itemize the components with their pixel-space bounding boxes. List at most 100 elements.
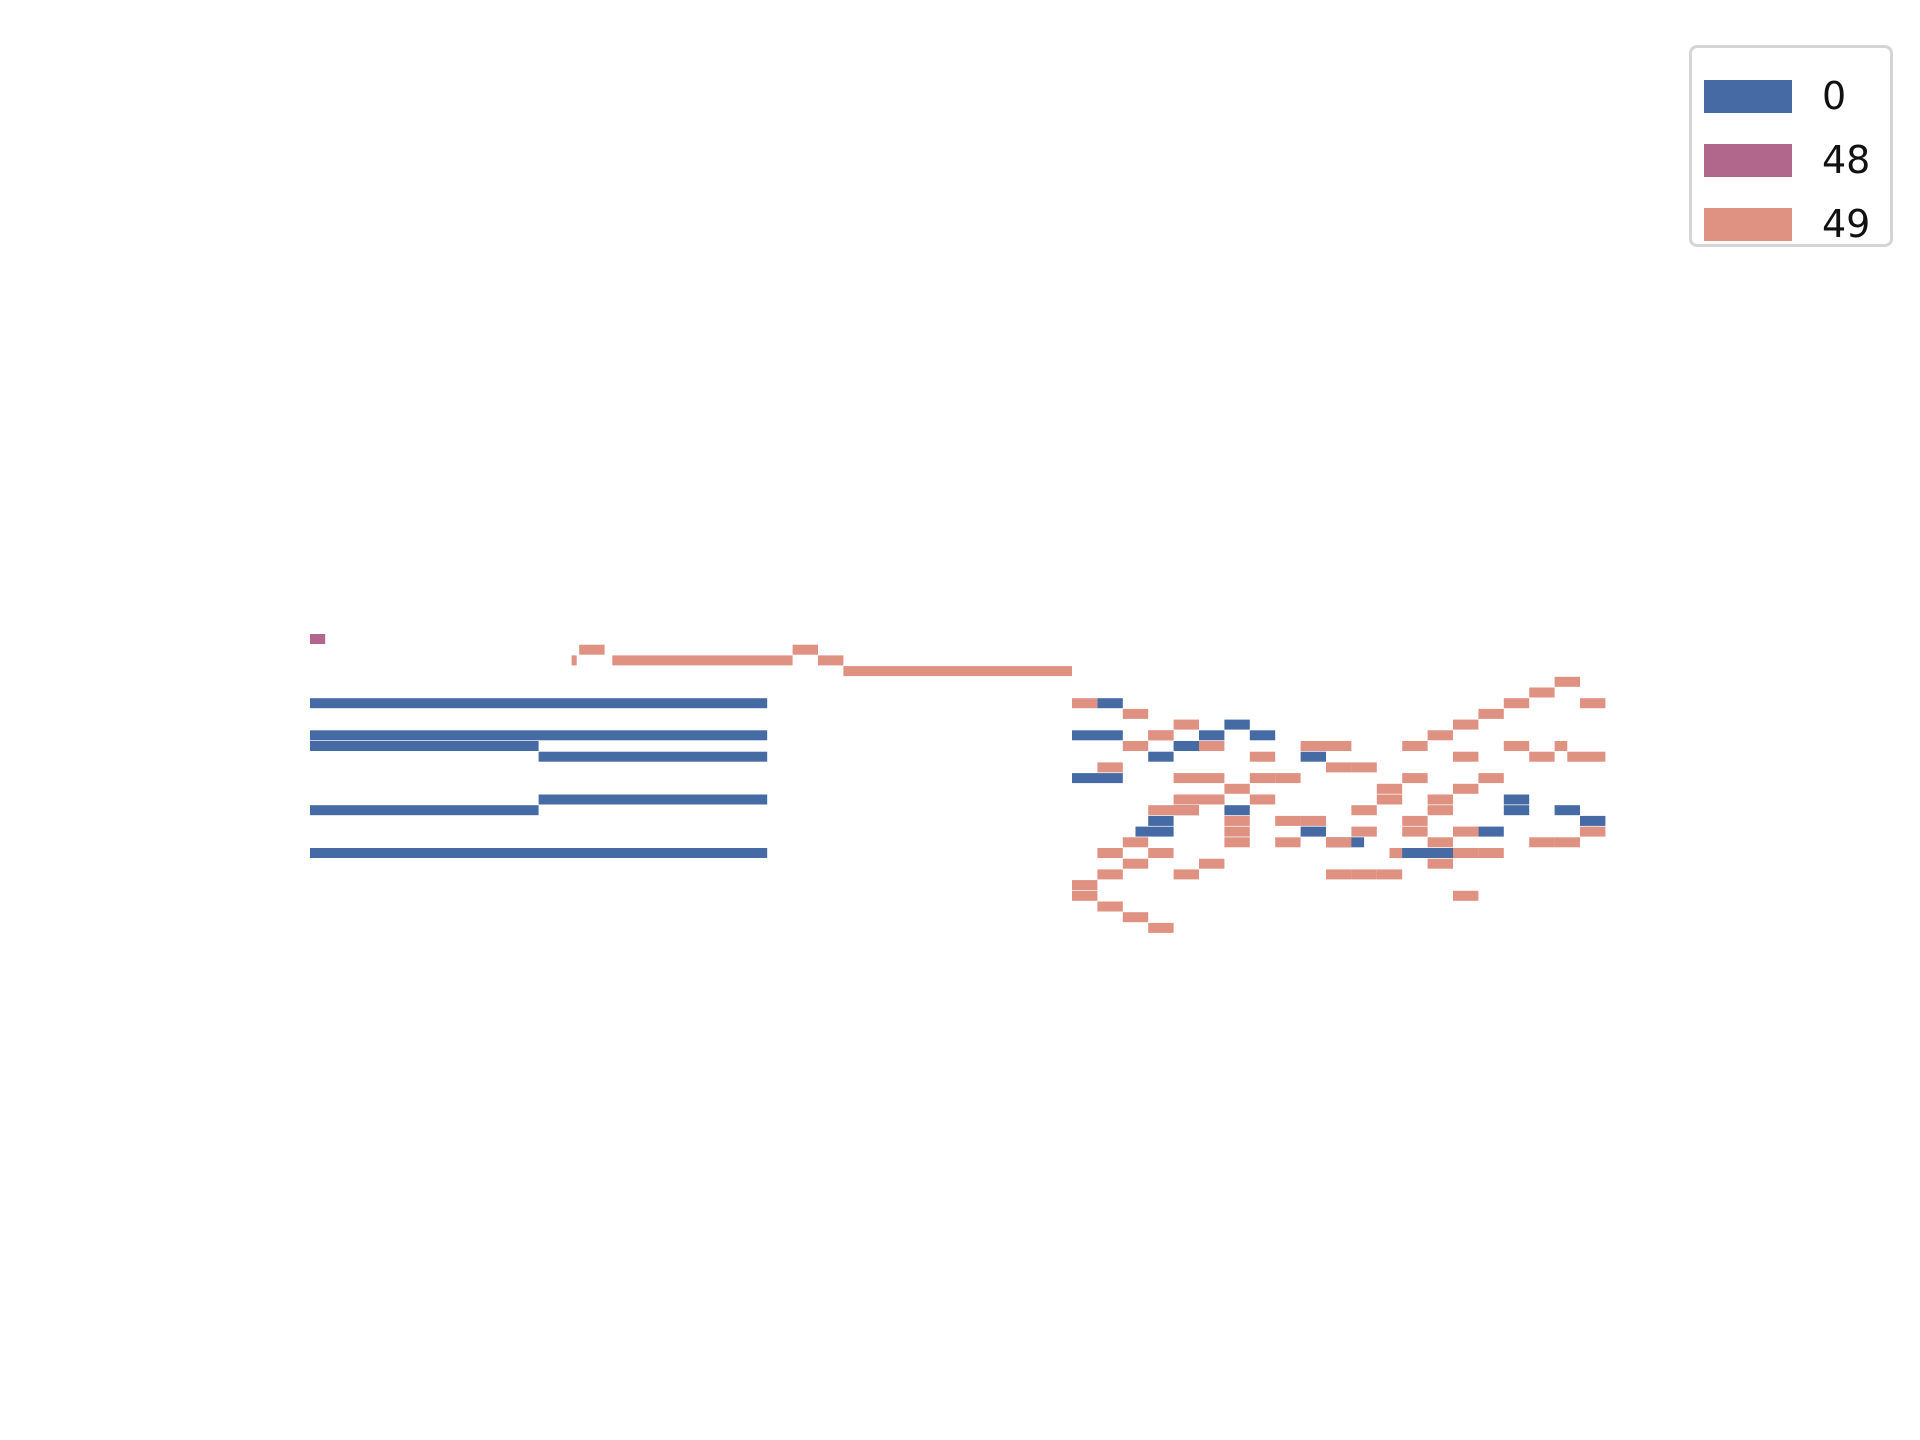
note-bar-track-49	[1453, 783, 1479, 794]
note-bar-track-49	[1199, 858, 1225, 869]
note-bar-track-49	[1554, 676, 1580, 687]
note-bar-track-49	[1503, 741, 1530, 751]
note-bar-track-49	[1199, 741, 1225, 751]
note-bar-track-49	[1224, 837, 1250, 848]
note-bar-track-49	[843, 666, 1072, 677]
note-bar-track-49	[1122, 837, 1149, 848]
note-bar-track-49	[1427, 794, 1453, 805]
note-bar-track-0	[1135, 826, 1174, 837]
note-bar-track-49	[1478, 773, 1504, 784]
legend: 0 48 49	[1689, 45, 1893, 247]
note-bar-track-49	[1529, 687, 1555, 698]
note-bar-track-49	[1122, 708, 1149, 719]
legend-item-0: 0	[1704, 64, 1846, 128]
note-bar-track-49	[1173, 794, 1199, 805]
note-bar-track-49	[1072, 880, 1098, 891]
note-bar-track-49	[1199, 794, 1225, 805]
note-bar-track-49	[1376, 794, 1403, 805]
note-bar-track-49	[1148, 805, 1199, 816]
note-bar-track-49	[1427, 805, 1453, 816]
note-bar-track-49	[1427, 837, 1453, 848]
note-bar-track-49	[1580, 826, 1606, 837]
note-bar-track-49	[1097, 869, 1123, 880]
note-bar-track-49	[1072, 698, 1098, 709]
note-bar-track-49	[1148, 848, 1174, 858]
note-bar-track-49	[1275, 773, 1301, 784]
note-bar-track-49	[1427, 858, 1453, 869]
note-bar-track-0	[1173, 741, 1199, 751]
note-bar-track-0	[310, 730, 768, 741]
note-bar-track-49	[1376, 783, 1403, 794]
note-bar-track-49	[1402, 773, 1428, 784]
note-bar-track-0	[1072, 730, 1123, 741]
note-bar-track-0	[1224, 719, 1250, 730]
note-bar-track-0	[1503, 805, 1530, 816]
note-bar-track-49	[1122, 741, 1149, 751]
note-bar-track-49	[1351, 869, 1377, 880]
note-bar-track-49	[1453, 848, 1479, 858]
note-bar-track-49	[1351, 805, 1377, 816]
note-bar-track-49	[1427, 730, 1453, 741]
note-bar-track-0	[1300, 751, 1326, 762]
note-bar-track-49	[571, 655, 577, 666]
legend-swatch-48	[1704, 143, 1792, 177]
note-bar-track-49	[1554, 837, 1580, 848]
note-bar-track-49	[1402, 826, 1428, 837]
note-bar-track-0	[1249, 730, 1276, 741]
note-bar-track-49	[1402, 815, 1428, 826]
legend-label-48: 48	[1822, 138, 1871, 182]
note-bar-track-49	[1224, 783, 1250, 794]
note-bar-track-49	[1478, 848, 1504, 858]
note-bar-track-49	[792, 644, 818, 655]
notes-layer	[310, 634, 1606, 933]
note-bar-track-49	[1122, 912, 1149, 923]
note-bar-track-48	[310, 634, 326, 644]
note-bar-track-0	[538, 794, 768, 805]
legend-item-48: 48	[1704, 128, 1870, 192]
note-bar-track-49	[1351, 762, 1377, 773]
note-bar-track-49	[1249, 751, 1276, 762]
note-bar-track-49	[1097, 901, 1123, 912]
note-bar-track-0	[538, 751, 768, 762]
legend-label-49: 49	[1822, 202, 1871, 246]
note-bar-track-0	[1503, 794, 1530, 805]
note-bar-track-49	[1351, 826, 1377, 837]
note-bar-track-49	[1453, 719, 1479, 730]
note-bar-track-49	[579, 644, 605, 655]
note-bar-track-49	[1453, 826, 1479, 837]
legend-label-0: 0	[1822, 74, 1847, 118]
note-bar-track-49	[1567, 751, 1580, 762]
note-bar-track-49	[1389, 848, 1403, 858]
note-bar-track-49	[1326, 837, 1352, 848]
note-bar-track-0	[1097, 698, 1123, 709]
note-bar-track-49	[1173, 719, 1199, 730]
note-bar-track-49	[612, 655, 793, 666]
note-bar-track-49	[1097, 848, 1123, 858]
legend-swatch-49	[1704, 207, 1792, 241]
note-bar-track-49	[1529, 751, 1555, 762]
note-bar-track-0	[1389, 848, 1453, 858]
note-bar-track-0	[1580, 815, 1606, 826]
note-bar-track-49	[1554, 741, 1568, 751]
note-bar-track-49	[1249, 794, 1276, 805]
note-bar-track-49	[1300, 815, 1326, 826]
note-bar-track-49	[1224, 826, 1250, 837]
note-bar-track-49	[1503, 698, 1530, 709]
note-bar-track-49	[1173, 773, 1199, 784]
note-bar-track-49	[1199, 773, 1225, 784]
note-bar-track-0	[310, 805, 539, 816]
note-bar-track-0	[1224, 805, 1250, 816]
note-bar-track-0	[1199, 730, 1225, 741]
note-bar-track-0	[1478, 826, 1504, 837]
note-bar-track-49	[1326, 762, 1352, 773]
legend-item-49: 49	[1704, 192, 1870, 256]
note-bar-track-49	[1300, 741, 1326, 751]
note-bar-track-0	[1072, 773, 1123, 784]
note-bar-track-0	[310, 698, 768, 709]
note-bar-track-49	[1148, 922, 1174, 933]
note-bar-track-49	[1072, 890, 1098, 901]
note-bar-track-49	[1122, 858, 1149, 869]
note-bar-track-0	[1148, 751, 1174, 762]
note-bar-track-49	[1326, 741, 1352, 751]
